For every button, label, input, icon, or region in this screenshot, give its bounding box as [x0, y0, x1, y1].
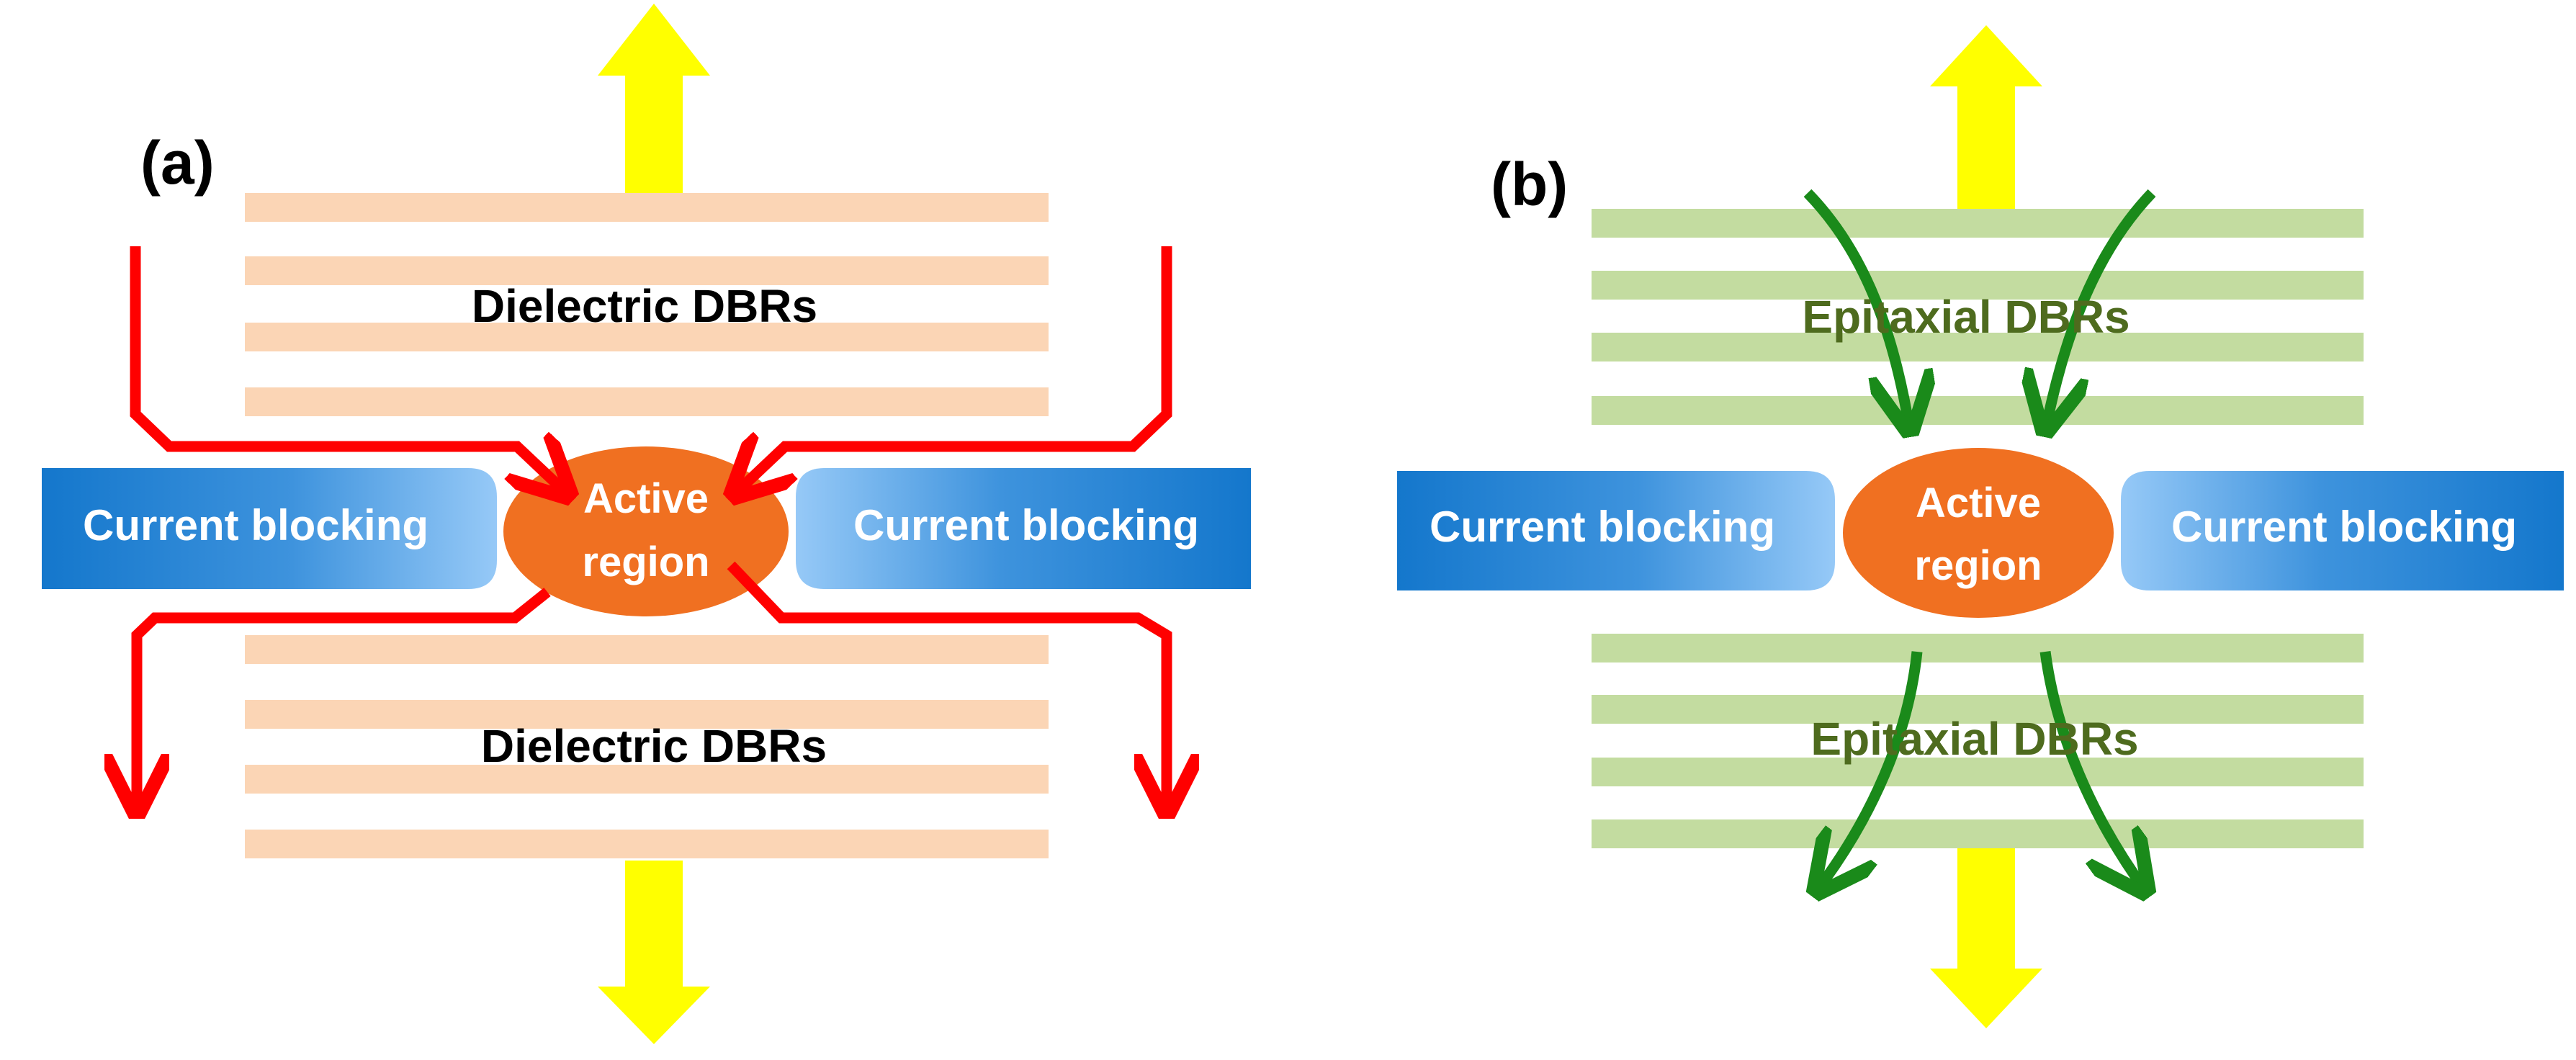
bottom-dbr-label-a: Dielectric DBRs	[481, 720, 827, 772]
dbr-layer	[245, 323, 1049, 351]
current-arrow-in-left-b	[1803, 189, 1910, 431]
top-dielectric-dbr-stack	[245, 193, 1049, 416]
current-blocking-left-a	[42, 468, 497, 589]
current-blocking-right-a	[796, 468, 1251, 589]
dbr-layer	[1592, 396, 2364, 425]
panel-label-b: (b)	[1491, 151, 1568, 218]
active-region-b	[1843, 448, 2114, 618]
dbr-layer	[1592, 819, 2364, 848]
active-region-label-line1-a: Active	[583, 475, 709, 522]
current-blocking-left-b	[1397, 471, 1835, 590]
top-dbr-label-b: Epitaxial DBRs	[1802, 291, 2130, 343]
current-blocking-right-b	[2121, 471, 2564, 590]
panel-b: (b) Epitaxial DBRs Epitaxial DBRs Curren…	[1397, 25, 2564, 1028]
top-dbr-label-a: Dielectric DBRs	[472, 280, 817, 332]
light-output-arrow-up-b	[1930, 25, 2042, 209]
current-arrow-out-left-b	[1816, 651, 1923, 891]
bottom-epitaxial-dbr-stack	[1592, 634, 2364, 848]
dbr-layer	[245, 830, 1049, 858]
active-region-label-line2-a: region	[582, 539, 709, 585]
light-output-arrow-down-a	[598, 861, 710, 1044]
light-output-arrow-down-b	[1930, 843, 2042, 1028]
current-arrow-out-left	[137, 588, 551, 812]
dbr-layer	[245, 700, 1049, 729]
current-flow-arrows-b	[1803, 189, 2156, 891]
dbr-layer	[1592, 634, 2364, 662]
dbr-layer	[1592, 209, 2364, 238]
current-blocking-left-label-b: Current blocking	[1430, 503, 1775, 551]
light-output-arrow-up-a	[598, 4, 710, 198]
dbr-layer	[1592, 758, 2364, 786]
current-arrow-in-left	[130, 246, 569, 495]
dbr-layer	[1592, 333, 2364, 361]
dbr-layer	[245, 765, 1049, 794]
bottom-dbr-label-b: Epitaxial DBRs	[1810, 713, 2138, 765]
current-blocking-right-label-a: Current blocking	[853, 501, 1199, 549]
current-arrow-in-right-b	[2045, 189, 2156, 431]
panel-a: (a) Dielectric DBRs Dielectric DBRs Curr…	[42, 4, 1251, 1044]
dbr-layer	[245, 387, 1049, 416]
current-arrow-in-right	[733, 246, 1172, 495]
current-arrow-out-right-b	[2039, 651, 2146, 891]
dbr-layer	[245, 193, 1049, 222]
dbr-layer	[1592, 271, 2364, 300]
active-region-label-line1-b: Active	[1916, 480, 2041, 526]
active-region-label-line2-b: region	[1914, 542, 2042, 589]
dbr-layer	[245, 635, 1049, 664]
current-blocking-right-label-b: Current blocking	[2171, 503, 2517, 551]
dbr-layer	[245, 256, 1049, 285]
current-blocking-left-label-a: Current blocking	[83, 501, 428, 549]
panel-label-a: (a)	[140, 129, 215, 197]
bottom-dielectric-dbr-stack	[245, 635, 1049, 858]
current-arrow-out-right	[727, 561, 1167, 812]
current-flow-arrows-a	[135, 246, 1167, 812]
top-epitaxial-dbr-stack	[1592, 209, 2364, 425]
dbr-layer	[1592, 695, 2364, 724]
